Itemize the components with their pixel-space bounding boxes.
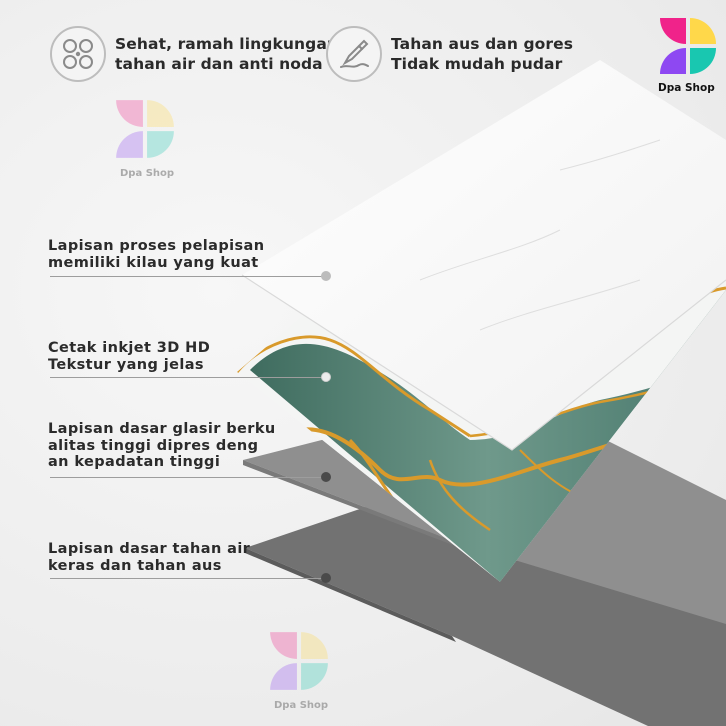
- feature-eco-line2: tahan air dan anti noda: [115, 55, 323, 73]
- layer-callout-line: Lapisan dasar tahan air: [48, 541, 251, 557]
- brand-mark-icon: [660, 18, 716, 74]
- brand-name: Dpa Shop: [658, 82, 715, 94]
- layer-callout-line: an kepadatan tinggi: [48, 454, 221, 470]
- layer-pointer-dot: [321, 372, 331, 382]
- layer-callout-base: Lapisan dasar tahan air keras dan tahan …: [48, 541, 250, 574]
- layer-callout-line: Lapisan proses pelapisan: [48, 238, 265, 254]
- watermark-logo: [270, 632, 328, 690]
- layer-pointer-dot: [321, 271, 331, 281]
- layer-leader-line: [50, 377, 324, 378]
- layer-callout-line: memiliki kilau yang kuat: [48, 254, 259, 271]
- watermark-logo: [116, 100, 174, 158]
- layer-pointer-dot: [321, 472, 331, 482]
- coating-layer-edge: [241, 274, 726, 451]
- feature-eco: Sehat, ramah lingkungan tahan air dan an…: [50, 26, 338, 82]
- feature-durable-line2: Tidak mudah pudar: [391, 55, 563, 73]
- feature-eco-text: Sehat, ramah lingkungan tahan air dan an…: [115, 34, 338, 74]
- layer-pointer-dot: [321, 573, 331, 583]
- layer-leader-line: [50, 477, 324, 478]
- layer-callout-line: Tekstur yang jelas: [48, 356, 204, 373]
- brand-logo: Dpa Shop: [656, 14, 720, 94]
- coating-vein-lines: [419, 139, 661, 331]
- base-layer-dark-edge: [245, 548, 456, 642]
- watermark-text: Dpa Shop: [274, 700, 329, 711]
- layer-callout-glaze: Lapisan dasar glasir berku alitas tinggi…: [48, 421, 276, 471]
- layer-callout-line: keras dan tahan aus: [48, 557, 222, 574]
- feature-durable-text: Tahan aus dan gores Tidak mudah pudar: [391, 34, 573, 74]
- layer-leader-line: [50, 578, 324, 579]
- feature-durable: Tahan aus dan gores Tidak mudah pudar: [326, 26, 573, 82]
- glaze-layer-gray-edge: [243, 460, 458, 547]
- watermark-text: Dpa Shop: [120, 168, 175, 179]
- layer-callout-line: Lapisan dasar glasir berku: [48, 421, 276, 437]
- feature-durable-line1: Tahan aus dan gores: [391, 35, 574, 53]
- layer-leader-line: [50, 276, 324, 277]
- leaf-clover-icon: [50, 26, 106, 82]
- feature-eco-line1: Sehat, ramah lingkungan: [115, 35, 339, 53]
- layer-callout-line: alitas tinggi dipres deng: [48, 437, 259, 454]
- layer-callout-line: Cetak inkjet 3D HD: [48, 340, 211, 356]
- layer-callout-coating: Lapisan proses pelapisan memiliki kilau …: [48, 238, 264, 271]
- knife-scratch-icon: [326, 26, 382, 82]
- layer-callout-inkjet: Cetak inkjet 3D HD Tekstur yang jelas: [48, 340, 210, 373]
